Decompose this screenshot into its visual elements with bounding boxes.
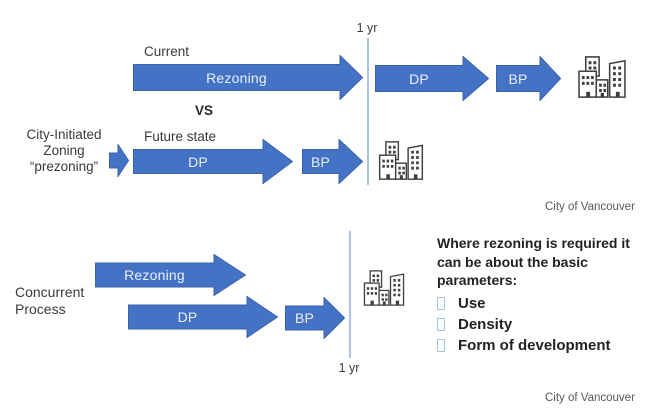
buildings-icon-current: [578, 56, 626, 98]
note-item-use-label: Use: [458, 294, 486, 312]
bullet-square-icon: [437, 338, 445, 352]
city-initiated-line2: Zoning: [43, 143, 85, 158]
credit-top: City of Vancouver: [545, 201, 635, 213]
city-initiated-line3: “prezoning”: [29, 159, 99, 174]
buildings-icon-concurrent: [363, 270, 405, 306]
arrow-rezoning-concurrent: Rezoning: [95, 254, 246, 296]
note-item-density-label: Density: [458, 315, 513, 333]
arrow-dp-future: DP: [133, 139, 293, 184]
arrow-bp-future: BP: [302, 139, 363, 184]
note-heading: Where rezoning is required it can be abo…: [437, 235, 630, 288]
arrow-bp-concurrent: BP: [285, 297, 345, 339]
vs-label: VS: [195, 103, 214, 118]
arrow-rezoning-current-label: Rezoning: [206, 69, 267, 86]
buildings-icon-future: [378, 141, 424, 180]
arrow-bp-future-label: BP: [310, 153, 331, 170]
note-item-form-label: Form of development: [458, 336, 611, 354]
note-item-use: Use: [437, 294, 647, 312]
credit-bottom: City of Vancouver: [545, 392, 635, 404]
concurrent-process-label: Concurrent Process: [15, 284, 84, 318]
arrow-rezoning-current: Rezoning: [133, 55, 363, 100]
timeline-line-bottom: [349, 231, 351, 358]
arrow-bp-current-label: BP: [508, 70, 528, 87]
city-initiated-line1: City-Initiated: [26, 127, 102, 142]
timeline-label-bottom: 1 yr: [338, 361, 360, 375]
arrow-dp-current: DP: [375, 56, 489, 101]
note-item-density: Density: [437, 315, 647, 333]
timeline-label-top: 1 yr: [356, 21, 378, 35]
timeline-line-top: [367, 38, 369, 185]
city-initiated-zoning-label: City-Initiated Zoning “prezoning”: [10, 127, 118, 175]
arrow-dp-concurrent: DP: [128, 296, 278, 338]
future-state-row-label: Future state: [144, 129, 217, 144]
arrow-rezoning-concurrent-label: Rezoning: [124, 267, 185, 283]
arrow-dp-current-label: DP: [409, 70, 429, 87]
arrow-bp-current: BP: [496, 56, 561, 101]
bullet-square-icon: [437, 317, 445, 331]
current-row-label: Current: [144, 44, 190, 59]
prezoning-connector-arrow-icon: [109, 144, 129, 177]
bullet-square-icon: [437, 296, 445, 310]
concurrent-line1: Concurrent: [15, 284, 85, 300]
arrow-bp-concurrent-label: BP: [294, 310, 315, 326]
arrow-dp-future-label: DP: [188, 153, 208, 170]
rezoning-parameters-note: Where rezoning is required it can be abo…: [437, 234, 647, 360]
concurrent-line2: Process: [15, 301, 66, 317]
note-item-form: Form of development: [437, 336, 647, 354]
arrow-dp-concurrent-label: DP: [177, 309, 198, 325]
